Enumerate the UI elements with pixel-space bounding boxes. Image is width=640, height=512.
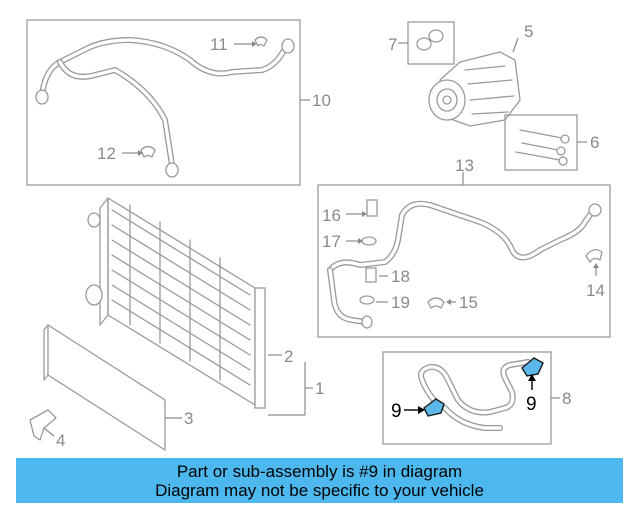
hose-assembly-10-group: 11 12 10	[26, 19, 331, 186]
callout-15: 15	[459, 293, 478, 312]
callout-9-right: 9	[526, 394, 537, 415]
o-ring-17-icon	[361, 236, 377, 246]
banner-line-2: Diagram may not be specific to your vehi…	[155, 481, 484, 500]
hose-assembly-8-group: 8 9 9	[382, 351, 571, 445]
sensor-16-icon	[366, 199, 378, 217]
callout-16: 16	[322, 206, 341, 225]
banner-line-1: Part or sub-assembly is #9 in diagram	[176, 462, 463, 481]
compressor-group: 7 5 6	[388, 21, 599, 171]
callout-17: 17	[322, 232, 341, 251]
condenser-group: 2 1	[85, 197, 324, 416]
compressor-icon	[439, 51, 521, 127]
callout-11: 11	[210, 35, 228, 54]
callout-12: 12	[97, 144, 116, 163]
o-ring-9-right-icon	[521, 357, 544, 377]
callout-13: 13	[455, 156, 474, 175]
valve-18-icon	[365, 267, 377, 283]
air-guide-panel-3-icon	[47, 324, 166, 451]
callout-8: 8	[562, 389, 571, 408]
callout-7: 7	[388, 35, 397, 54]
callout-4: 4	[56, 431, 65, 450]
panel-group: 3 4	[29, 324, 193, 451]
bracket-4-icon	[29, 409, 57, 441]
callout-9-left: 9	[391, 401, 402, 422]
callout-19: 19	[391, 293, 410, 312]
o-ring-9-left-icon	[423, 398, 445, 417]
callout-6: 6	[590, 133, 599, 152]
clip-14-icon	[585, 249, 603, 263]
callout-14: 14	[586, 281, 605, 300]
callout-1: 1	[315, 379, 324, 398]
callout-10: 10	[312, 91, 331, 110]
info-banner: Part or sub-assembly is #9 in diagram Di…	[16, 458, 623, 503]
clip-12-icon	[140, 145, 156, 158]
callout-5: 5	[524, 22, 533, 41]
clip-11-icon	[254, 36, 268, 47]
callout-2: 2	[284, 347, 293, 366]
o-ring-19-icon	[359, 295, 375, 305]
callout-18: 18	[391, 267, 410, 286]
hose-assembly-13-group: 13 16 17 18 19 15 14	[317, 156, 611, 338]
clip-15-icon	[427, 297, 445, 309]
callout-3: 3	[184, 409, 193, 428]
receiver-drier-2-icon	[254, 287, 266, 409]
